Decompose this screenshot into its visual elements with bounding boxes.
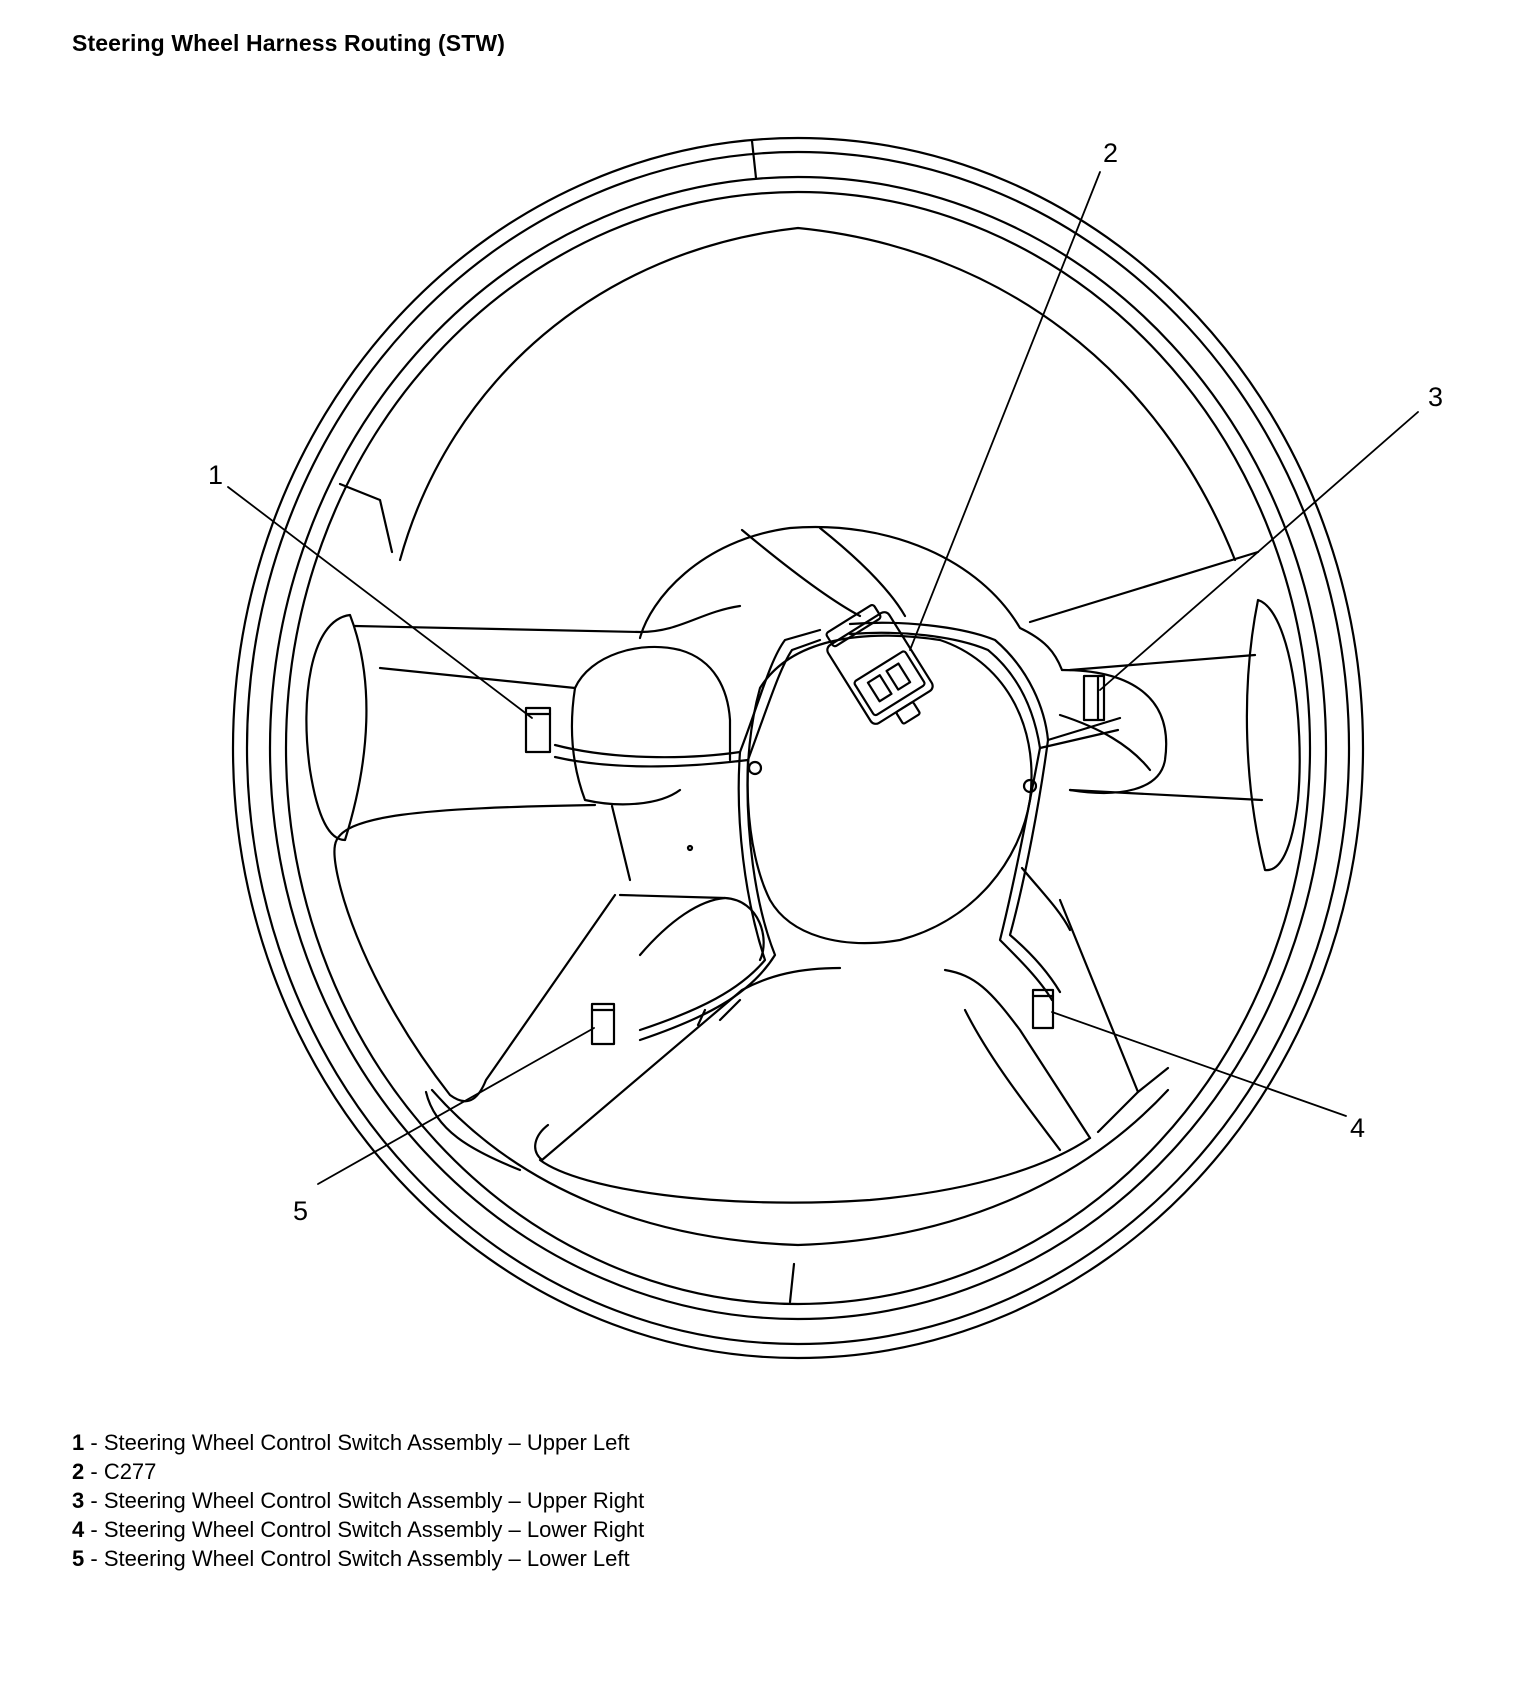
switch-assembly-upper-right	[1082, 674, 1106, 722]
legend-separator: -	[84, 1546, 104, 1571]
callout-2: 2	[1103, 138, 1118, 168]
legend-number: 3	[72, 1488, 85, 1513]
switch-assembly-lower-right	[1031, 988, 1055, 1030]
legend-number: 2	[72, 1459, 85, 1484]
legend-description: C277	[103, 1459, 157, 1484]
callout-legend: 1 - Steering Wheel Control Switch Assemb…	[72, 1428, 644, 1573]
legend-number: 1	[72, 1430, 85, 1455]
legend-item: 3 - Steering Wheel Control Switch Assemb…	[72, 1486, 644, 1515]
legend-number: 4	[72, 1517, 85, 1542]
page-title: Steering Wheel Harness Routing (STW)	[72, 30, 505, 56]
callout-3: 3	[1428, 382, 1443, 412]
legend-item: 2 - C277	[72, 1457, 644, 1486]
legend-description: Steering Wheel Control Switch Assembly –…	[103, 1430, 630, 1455]
callout-5: 5	[293, 1196, 308, 1226]
switch-assembly-lower-left	[590, 1002, 616, 1046]
legend-number: 5	[72, 1546, 85, 1571]
legend-description: Steering Wheel Control Switch Assembly –…	[103, 1517, 645, 1542]
callout-4: 4	[1350, 1113, 1365, 1143]
leader-lines	[227, 171, 1419, 1185]
wheel-spokes	[333, 550, 1264, 1204]
switch-assembly-upper-left	[524, 706, 552, 754]
legend-separator: -	[84, 1459, 104, 1484]
legend-item: 4 - Steering Wheel Control Switch Assemb…	[72, 1515, 644, 1544]
legend-description: Steering Wheel Control Switch Assembly –…	[103, 1488, 645, 1513]
legend-separator: -	[84, 1488, 104, 1513]
legend-description: Steering Wheel Control Switch Assembly –…	[103, 1546, 630, 1571]
legend-item: 5 - Steering Wheel Control Switch Assemb…	[72, 1544, 644, 1573]
steering-wheel-rim	[231, 136, 1365, 1360]
legend-separator: -	[84, 1430, 104, 1455]
legend-item: 1 - Steering Wheel Control Switch Assemb…	[72, 1428, 644, 1457]
legend-separator: -	[84, 1517, 104, 1542]
grip-pads	[305, 598, 1301, 872]
callout-1: 1	[208, 460, 223, 490]
c277-connector	[825, 604, 934, 725]
wiring-harness	[553, 621, 1122, 1042]
steering-hub	[570, 525, 1168, 945]
